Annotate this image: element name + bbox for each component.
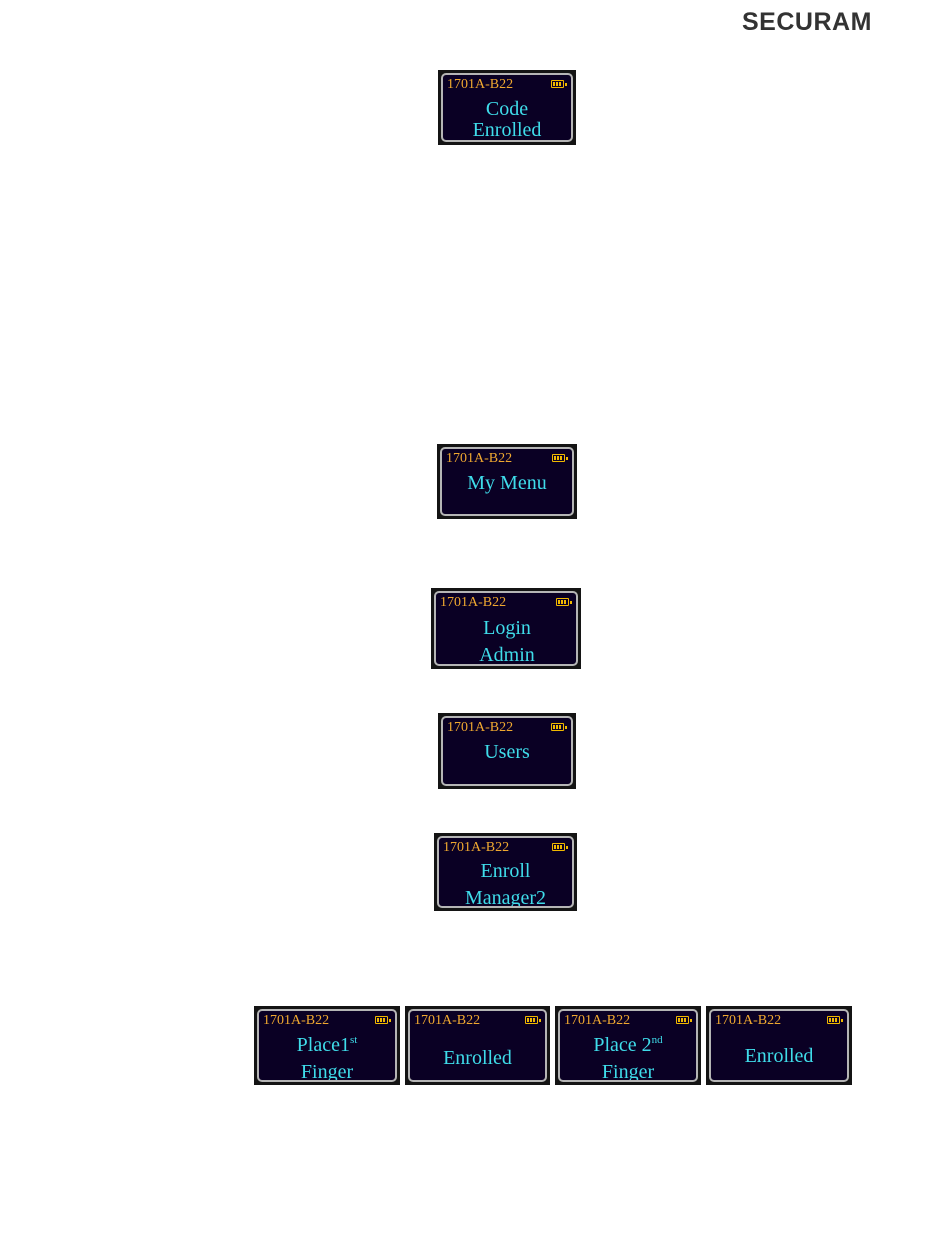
- message-line-1: Login: [438, 618, 576, 638]
- battery-icon: [551, 80, 564, 88]
- message-line-2: Finger: [560, 1062, 696, 1082]
- message-line-1: Enrolled: [410, 1048, 545, 1068]
- lcd-display: 1701A-B22 Users: [441, 716, 573, 786]
- message-line-2: Enrolled: [443, 120, 571, 140]
- lcd-display: 1701A-B22 Place 2nd Finger: [558, 1009, 698, 1082]
- battery-icon: [552, 843, 565, 851]
- battery-icon: [375, 1016, 388, 1024]
- message-line-1: Code: [443, 99, 571, 119]
- lcd-screen-users: 1701A-B22 Users: [438, 713, 576, 789]
- lcd-screen-place-1st-finger: 1701A-B22 Place1st Finger: [254, 1006, 400, 1085]
- lcd-screen-enroll-manager2: 1701A-B22 Enroll Manager2: [434, 833, 577, 911]
- message-line-2: Finger: [259, 1062, 395, 1082]
- ordinal-suffix: nd: [652, 1034, 663, 1046]
- model-label: 1701A-B22: [443, 841, 509, 855]
- lcd-screen-code-enrolled: 1701A-B22 Code Enrolled: [438, 70, 576, 145]
- model-label: 1701A-B22: [440, 596, 506, 610]
- line-text: Place1: [297, 1034, 350, 1056]
- lcd-display: 1701A-B22 Enroll Manager2: [437, 836, 574, 908]
- model-label: 1701A-B22: [447, 78, 513, 92]
- message-line-1: Enrolled: [711, 1046, 847, 1066]
- lcd-screen-login-admin: 1701A-B22 Login Admin: [431, 588, 581, 669]
- lcd-display: 1701A-B22 Enrolled: [408, 1009, 547, 1082]
- message-line-1: My Menu: [442, 473, 572, 493]
- lcd-display: 1701A-B22 Place1st Finger: [257, 1009, 397, 1082]
- battery-icon: [525, 1016, 538, 1024]
- lcd-screen-place-2nd-finger: 1701A-B22 Place 2nd Finger: [555, 1006, 701, 1085]
- lcd-display: 1701A-B22 Enrolled: [709, 1009, 849, 1082]
- message-line-1: Place1st: [259, 1035, 395, 1055]
- model-label: 1701A-B22: [447, 721, 513, 735]
- lcd-screen-enrolled-1: 1701A-B22 Enrolled: [405, 1006, 550, 1085]
- model-label: 1701A-B22: [564, 1014, 630, 1028]
- lcd-display: 1701A-B22 My Menu: [440, 447, 574, 516]
- battery-icon: [556, 598, 569, 606]
- model-label: 1701A-B22: [414, 1014, 480, 1028]
- message-line-1: Enroll: [439, 861, 572, 881]
- battery-icon: [827, 1016, 840, 1024]
- message-line-2: Admin: [438, 645, 576, 665]
- battery-icon: [551, 723, 564, 731]
- securam-logo: SECURAM: [742, 8, 872, 37]
- battery-icon: [552, 454, 565, 462]
- ordinal-suffix: st: [350, 1034, 357, 1046]
- battery-icon: [676, 1016, 689, 1024]
- lcd-display: 1701A-B22 Login Admin: [434, 591, 578, 666]
- line-text: Place 2: [593, 1034, 651, 1056]
- message-line-1: Place 2nd: [560, 1035, 696, 1055]
- lcd-screen-enrolled-2: 1701A-B22 Enrolled: [706, 1006, 852, 1085]
- lcd-display: 1701A-B22 Code Enrolled: [441, 73, 573, 142]
- model-label: 1701A-B22: [446, 452, 512, 466]
- model-label: 1701A-B22: [263, 1014, 329, 1028]
- message-line-2: Manager2: [439, 888, 572, 908]
- lcd-screen-my-menu: 1701A-B22 My Menu: [437, 444, 577, 519]
- message-line-1: Users: [443, 742, 571, 762]
- model-label: 1701A-B22: [715, 1014, 781, 1028]
